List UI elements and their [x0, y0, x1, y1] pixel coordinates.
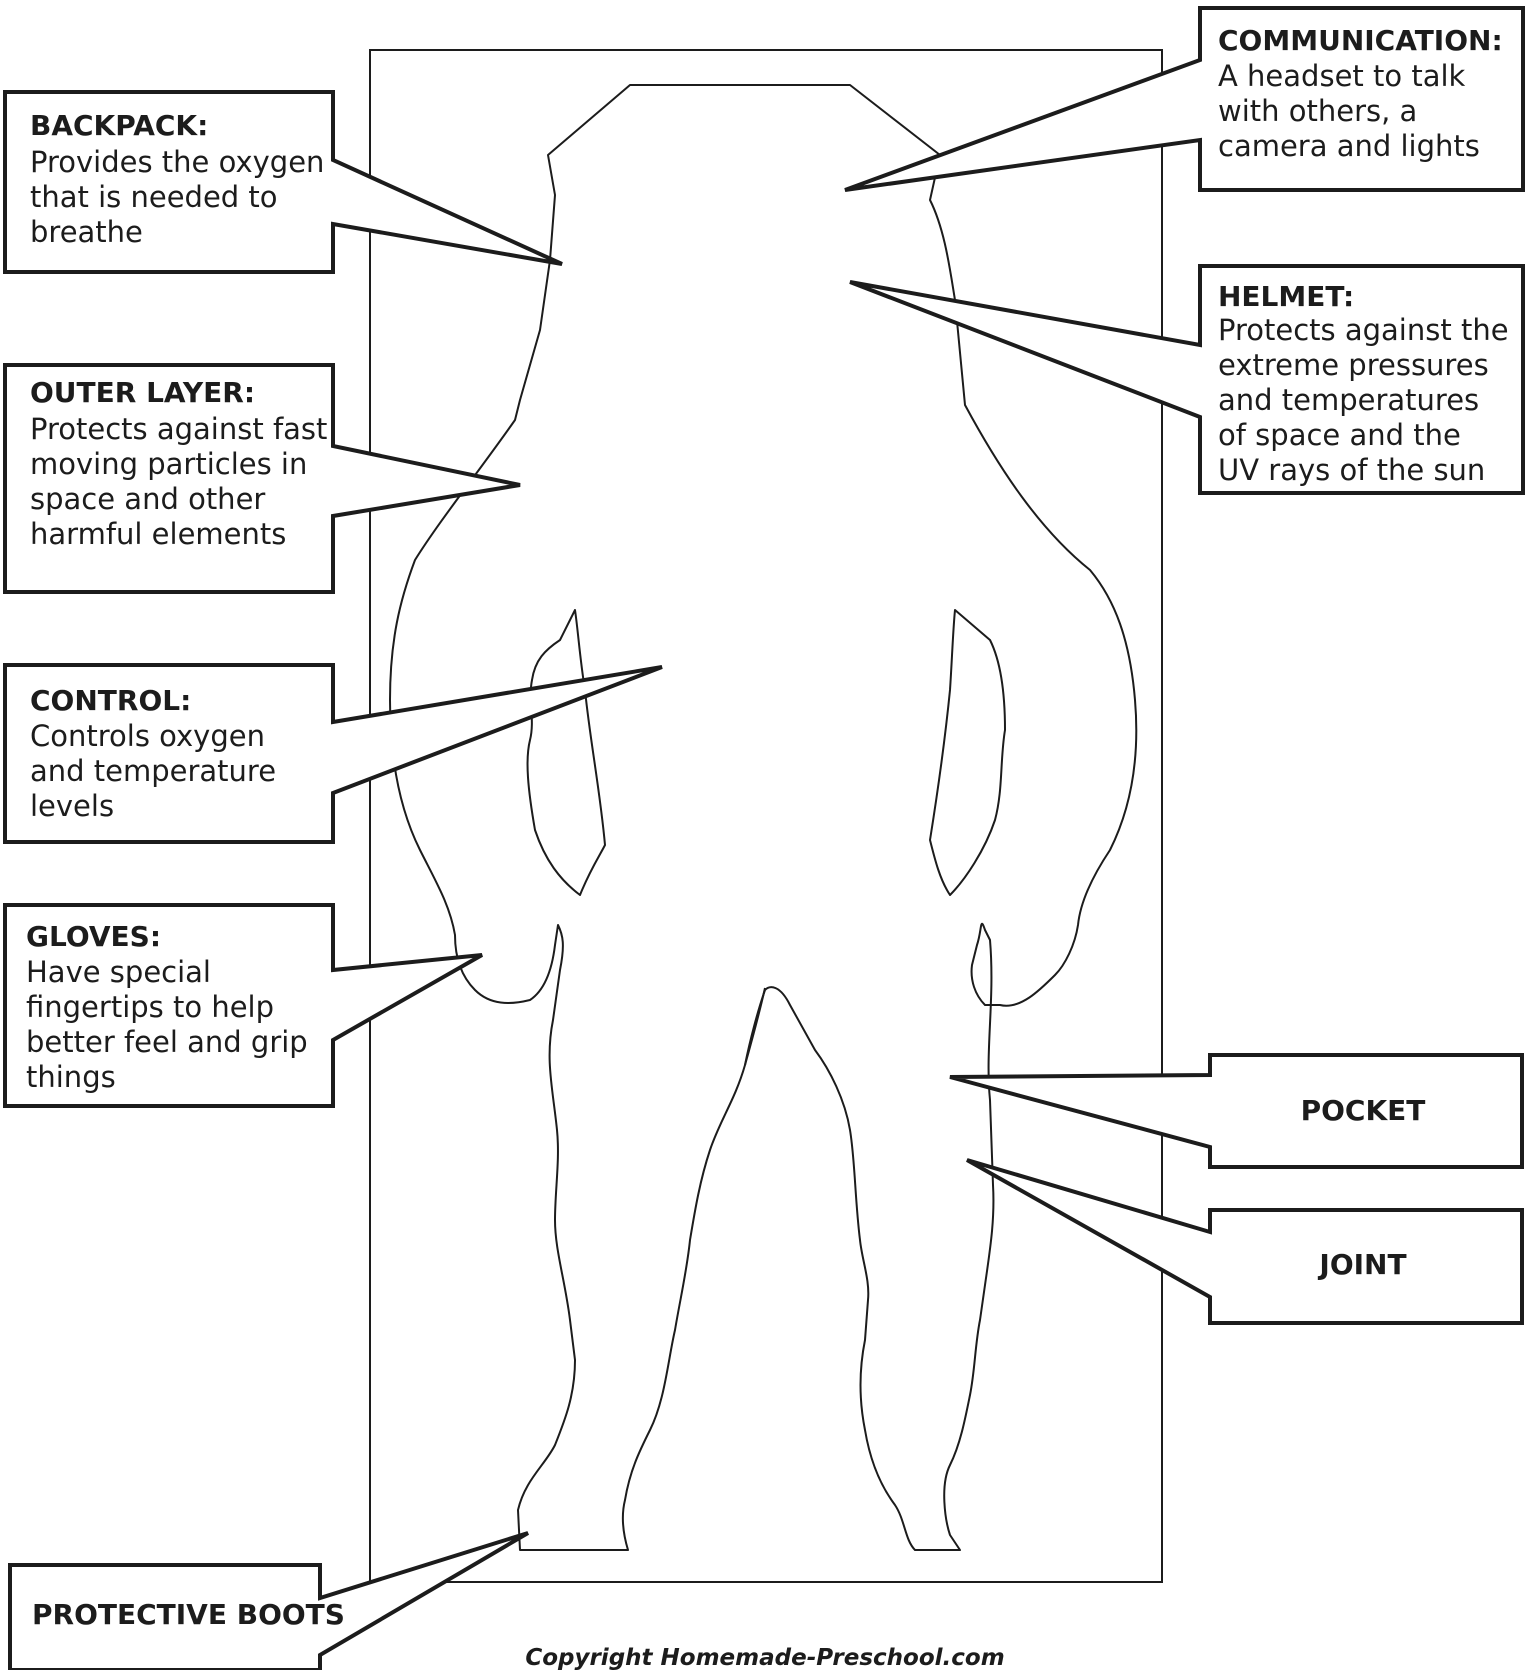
- copyright-text: Copyright Homemade-Preschool.com: [525, 1645, 1004, 1670]
- communication-callout-box: [844, 6, 1525, 192]
- pocket-title: POCKET: [1301, 1094, 1426, 1127]
- gloves-line-4: things: [26, 1060, 116, 1094]
- backpack-label: BACKPACK: Provides the oxygen that is ne…: [30, 109, 324, 249]
- control-line-1: Controls oxygen: [30, 719, 265, 753]
- gloves-line-3: better feel and grip: [26, 1025, 308, 1059]
- control-line-2: and temperature: [30, 754, 276, 788]
- outer-layer-callout-box: [3, 363, 521, 594]
- joint-callout-box: [966, 1158, 1524, 1325]
- outer-layer-line-1: Protects against fast: [30, 412, 327, 446]
- gloves-line-1: Have special: [26, 955, 211, 989]
- backpack-line-1: Provides the oxygen: [30, 145, 324, 179]
- control-callout-box: [3, 663, 663, 844]
- pocket-callout-box: [949, 1053, 1524, 1169]
- communication-line-3: camera and lights: [1218, 129, 1480, 163]
- control-line-3: levels: [30, 789, 114, 823]
- helmet-line-3: and temperatures: [1218, 383, 1479, 417]
- helmet-callout-box: [849, 264, 1525, 495]
- gloves-label: GLOVES: Have special fingertips to help …: [26, 920, 308, 1094]
- backpack-line-3: breathe: [30, 215, 143, 249]
- outer-layer-title: OUTER LAYER:: [30, 376, 255, 409]
- control-label: CONTROL: Controls oxygen and temperature…: [30, 684, 276, 823]
- control-title: CONTROL:: [30, 684, 191, 717]
- communication-line-1: A headset to talk: [1218, 59, 1466, 93]
- astronaut-silhouette: [389, 84, 1138, 1551]
- outer-layer-line-4: harmful elements: [30, 517, 286, 551]
- protective-boots-title: PROTECTIVE BOOTS: [32, 1598, 345, 1631]
- outer-layer-line-2: moving particles in: [30, 447, 307, 481]
- helmet-line-4: of space and the: [1218, 418, 1461, 452]
- helmet-label: HELMET: Protects against the extreme pre…: [1218, 280, 1509, 487]
- gloves-line-2: fingertips to help: [26, 990, 274, 1024]
- inner-legs: [744, 987, 766, 1066]
- backpack-title: BACKPACK:: [30, 109, 208, 142]
- outer-layer-line-3: space and other: [30, 482, 265, 516]
- outer-layer-label: OUTER LAYER: Protects against fast movin…: [30, 376, 327, 551]
- helmet-line-2: extreme pressures: [1218, 348, 1489, 382]
- joint-title: JOINT: [1317, 1248, 1406, 1281]
- gloves-callout-box: [3, 903, 483, 1108]
- communication-label: COMMUNICATION: A headset to talk with ot…: [1218, 24, 1503, 163]
- backpack-line-2: that is needed to: [30, 180, 278, 214]
- helmet-title: HELMET:: [1218, 280, 1354, 313]
- helmet-line-1: Protects against the: [1218, 313, 1509, 347]
- communication-title: COMMUNICATION:: [1218, 24, 1503, 57]
- right-arm-gap: [929, 609, 1006, 896]
- backpack-callout-box: [3, 90, 563, 274]
- helmet-line-5: UV rays of the sun: [1218, 453, 1485, 487]
- communication-line-2: with others, a: [1218, 94, 1417, 128]
- protective-boots-callout-box: [8, 1531, 530, 1670]
- gloves-title: GLOVES:: [26, 920, 161, 953]
